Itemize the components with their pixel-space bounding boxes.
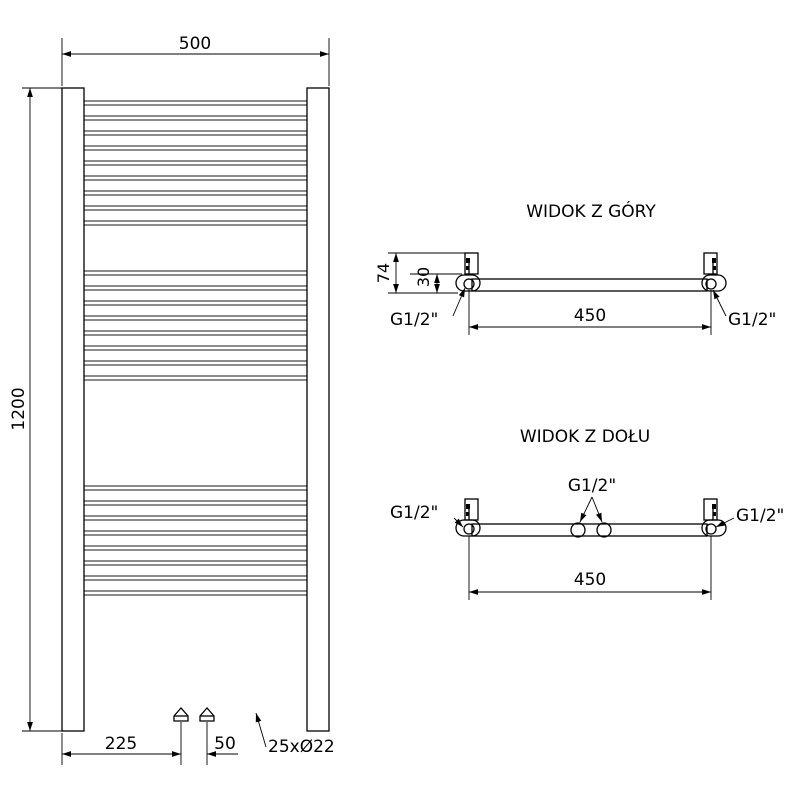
dimension-left-offset: 225	[105, 734, 137, 754]
tube	[83, 560, 308, 566]
bottom-view-span: 450	[574, 570, 606, 590]
tube	[83, 360, 308, 366]
dimension-depth: 74	[374, 263, 393, 283]
top-view-connector-right	[701, 252, 727, 292]
top-view-connector-left	[455, 252, 481, 292]
horizontal-tubes	[83, 100, 308, 596]
tubes-label: 25xØ22	[268, 737, 335, 757]
tube	[83, 330, 308, 336]
tube	[83, 315, 308, 321]
tube	[83, 115, 308, 121]
tube	[83, 270, 308, 276]
bottom-view-title: WIDOK Z DOŁU	[520, 427, 650, 447]
dimension-pipe-depth: 30	[414, 267, 433, 287]
tube	[83, 485, 308, 491]
top-view-title: WIDOK Z GÓRY	[526, 200, 656, 222]
tube	[83, 130, 308, 136]
bottom-connector-right	[199, 707, 215, 722]
tube	[83, 575, 308, 581]
left-collector	[61, 87, 85, 732]
dimension-pipe-spacing: 50	[214, 734, 236, 754]
tube	[83, 515, 308, 521]
tube	[83, 100, 308, 106]
bottom-view-connector-left	[455, 498, 481, 537]
tube	[83, 500, 308, 506]
dimension-height: 1200	[9, 387, 29, 430]
bottom-view-center-connections	[570, 522, 612, 538]
right-collector	[306, 87, 330, 732]
tube	[83, 205, 308, 211]
bottom-view-right-connection: G1/2"	[736, 506, 784, 526]
tube	[83, 345, 308, 351]
top-view-span: 450	[574, 306, 606, 326]
tube	[83, 375, 308, 381]
front-view: 500 1200 225 50 25xØ22	[9, 34, 335, 765]
dimension-width: 500	[179, 34, 211, 54]
tube	[83, 145, 308, 151]
bottom-view-left-connection: G1/2"	[390, 503, 438, 523]
top-view: WIDOK Z GÓRY 74 30	[374, 200, 776, 335]
tube	[83, 285, 308, 291]
top-view-right-connection: G1/2"	[728, 310, 776, 330]
bottom-view: WIDOK Z DOŁU G1/2"	[390, 427, 784, 600]
top-view-left-connection: G1/2"	[390, 310, 438, 330]
tube	[83, 175, 308, 181]
top-view-bar	[471, 278, 708, 292]
tube	[83, 220, 308, 226]
tube	[83, 160, 308, 166]
tube	[83, 190, 308, 196]
bottom-view-connector-right	[701, 498, 727, 537]
tube	[83, 545, 308, 551]
bottom-view-bar	[471, 523, 708, 537]
tube	[83, 530, 308, 536]
tube	[83, 590, 308, 596]
bottom-view-center-connection: G1/2"	[568, 476, 616, 496]
tube	[83, 300, 308, 306]
bottom-connector-left	[173, 707, 189, 722]
